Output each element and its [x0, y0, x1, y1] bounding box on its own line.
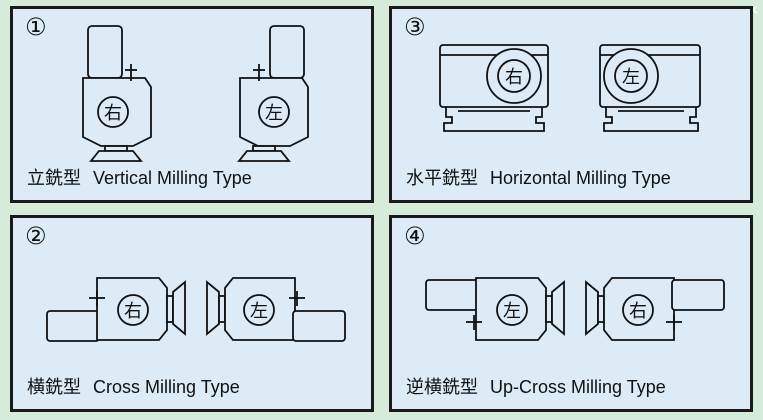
- close-icon[interactable]: ✕: [747, 2, 759, 18]
- caption: 横銑型 Cross Milling Type: [27, 373, 240, 399]
- left-hand-head: 左: [599, 44, 701, 132]
- caption-jp: 横銑型: [27, 377, 81, 398]
- rotation-label-left: 左: [503, 301, 521, 322]
- caption-jp: 立銑型: [27, 168, 81, 189]
- rotation-label-right: 右: [104, 103, 122, 124]
- caption-en: Up-Cross Milling Type: [490, 377, 666, 397]
- panel-number: ④: [404, 222, 426, 250]
- rotation-label-right: 右: [629, 301, 647, 322]
- panel-cross-milling: ② 右 左 横銑型 Cross Milling Type: [10, 215, 374, 412]
- rotation-label-left: 左: [250, 301, 268, 322]
- right-hand-head: 右: [46, 277, 186, 342]
- horizontal-milling-diagram: 右 左: [439, 44, 701, 132]
- up-cross-milling-diagram: 左 右: [425, 277, 725, 341]
- panel-up-cross-milling: ④ 左 右 逆横銑型 Up-Cross Milling Type: [389, 215, 753, 412]
- left-hand-head: 左: [237, 25, 309, 162]
- panel-vertical-milling: ① 右 左 立銑型 Vertical Milling Type: [10, 6, 374, 203]
- right-hand-head: 右: [439, 44, 549, 132]
- caption-en: Cross Milling Type: [93, 377, 240, 397]
- rotation-label-left: 左: [622, 67, 640, 88]
- left-hand-head: 左: [425, 277, 565, 341]
- rotation-label-right: 右: [124, 301, 142, 322]
- caption-en: Horizontal Milling Type: [490, 168, 671, 188]
- caption-en: Vertical Milling Type: [93, 168, 252, 188]
- rotation-label-left: 左: [265, 103, 283, 124]
- rotation-label-right: 右: [505, 67, 523, 88]
- cross-milling-diagram: 右 左: [46, 277, 346, 342]
- right-hand-head: 右: [585, 277, 725, 341]
- left-hand-head: 左: [206, 277, 346, 342]
- caption-jp: 逆横銑型: [406, 377, 478, 398]
- panel-number: ②: [25, 222, 47, 250]
- panel-number: ③: [404, 13, 426, 41]
- right-hand-head: 右: [82, 25, 152, 162]
- caption: 逆横銑型 Up-Cross Milling Type: [406, 373, 666, 399]
- caption: 水平銑型 Horizontal Milling Type: [406, 164, 671, 190]
- vertical-milling-diagram: 右 左: [82, 25, 309, 162]
- panel-number: ①: [25, 13, 47, 41]
- caption: 立銑型 Vertical Milling Type: [27, 164, 252, 190]
- panel-horizontal-milling: ③ 右 左 水平銑型 Horizontal Milling Type: [389, 6, 753, 203]
- caption-jp: 水平銑型: [406, 168, 478, 189]
